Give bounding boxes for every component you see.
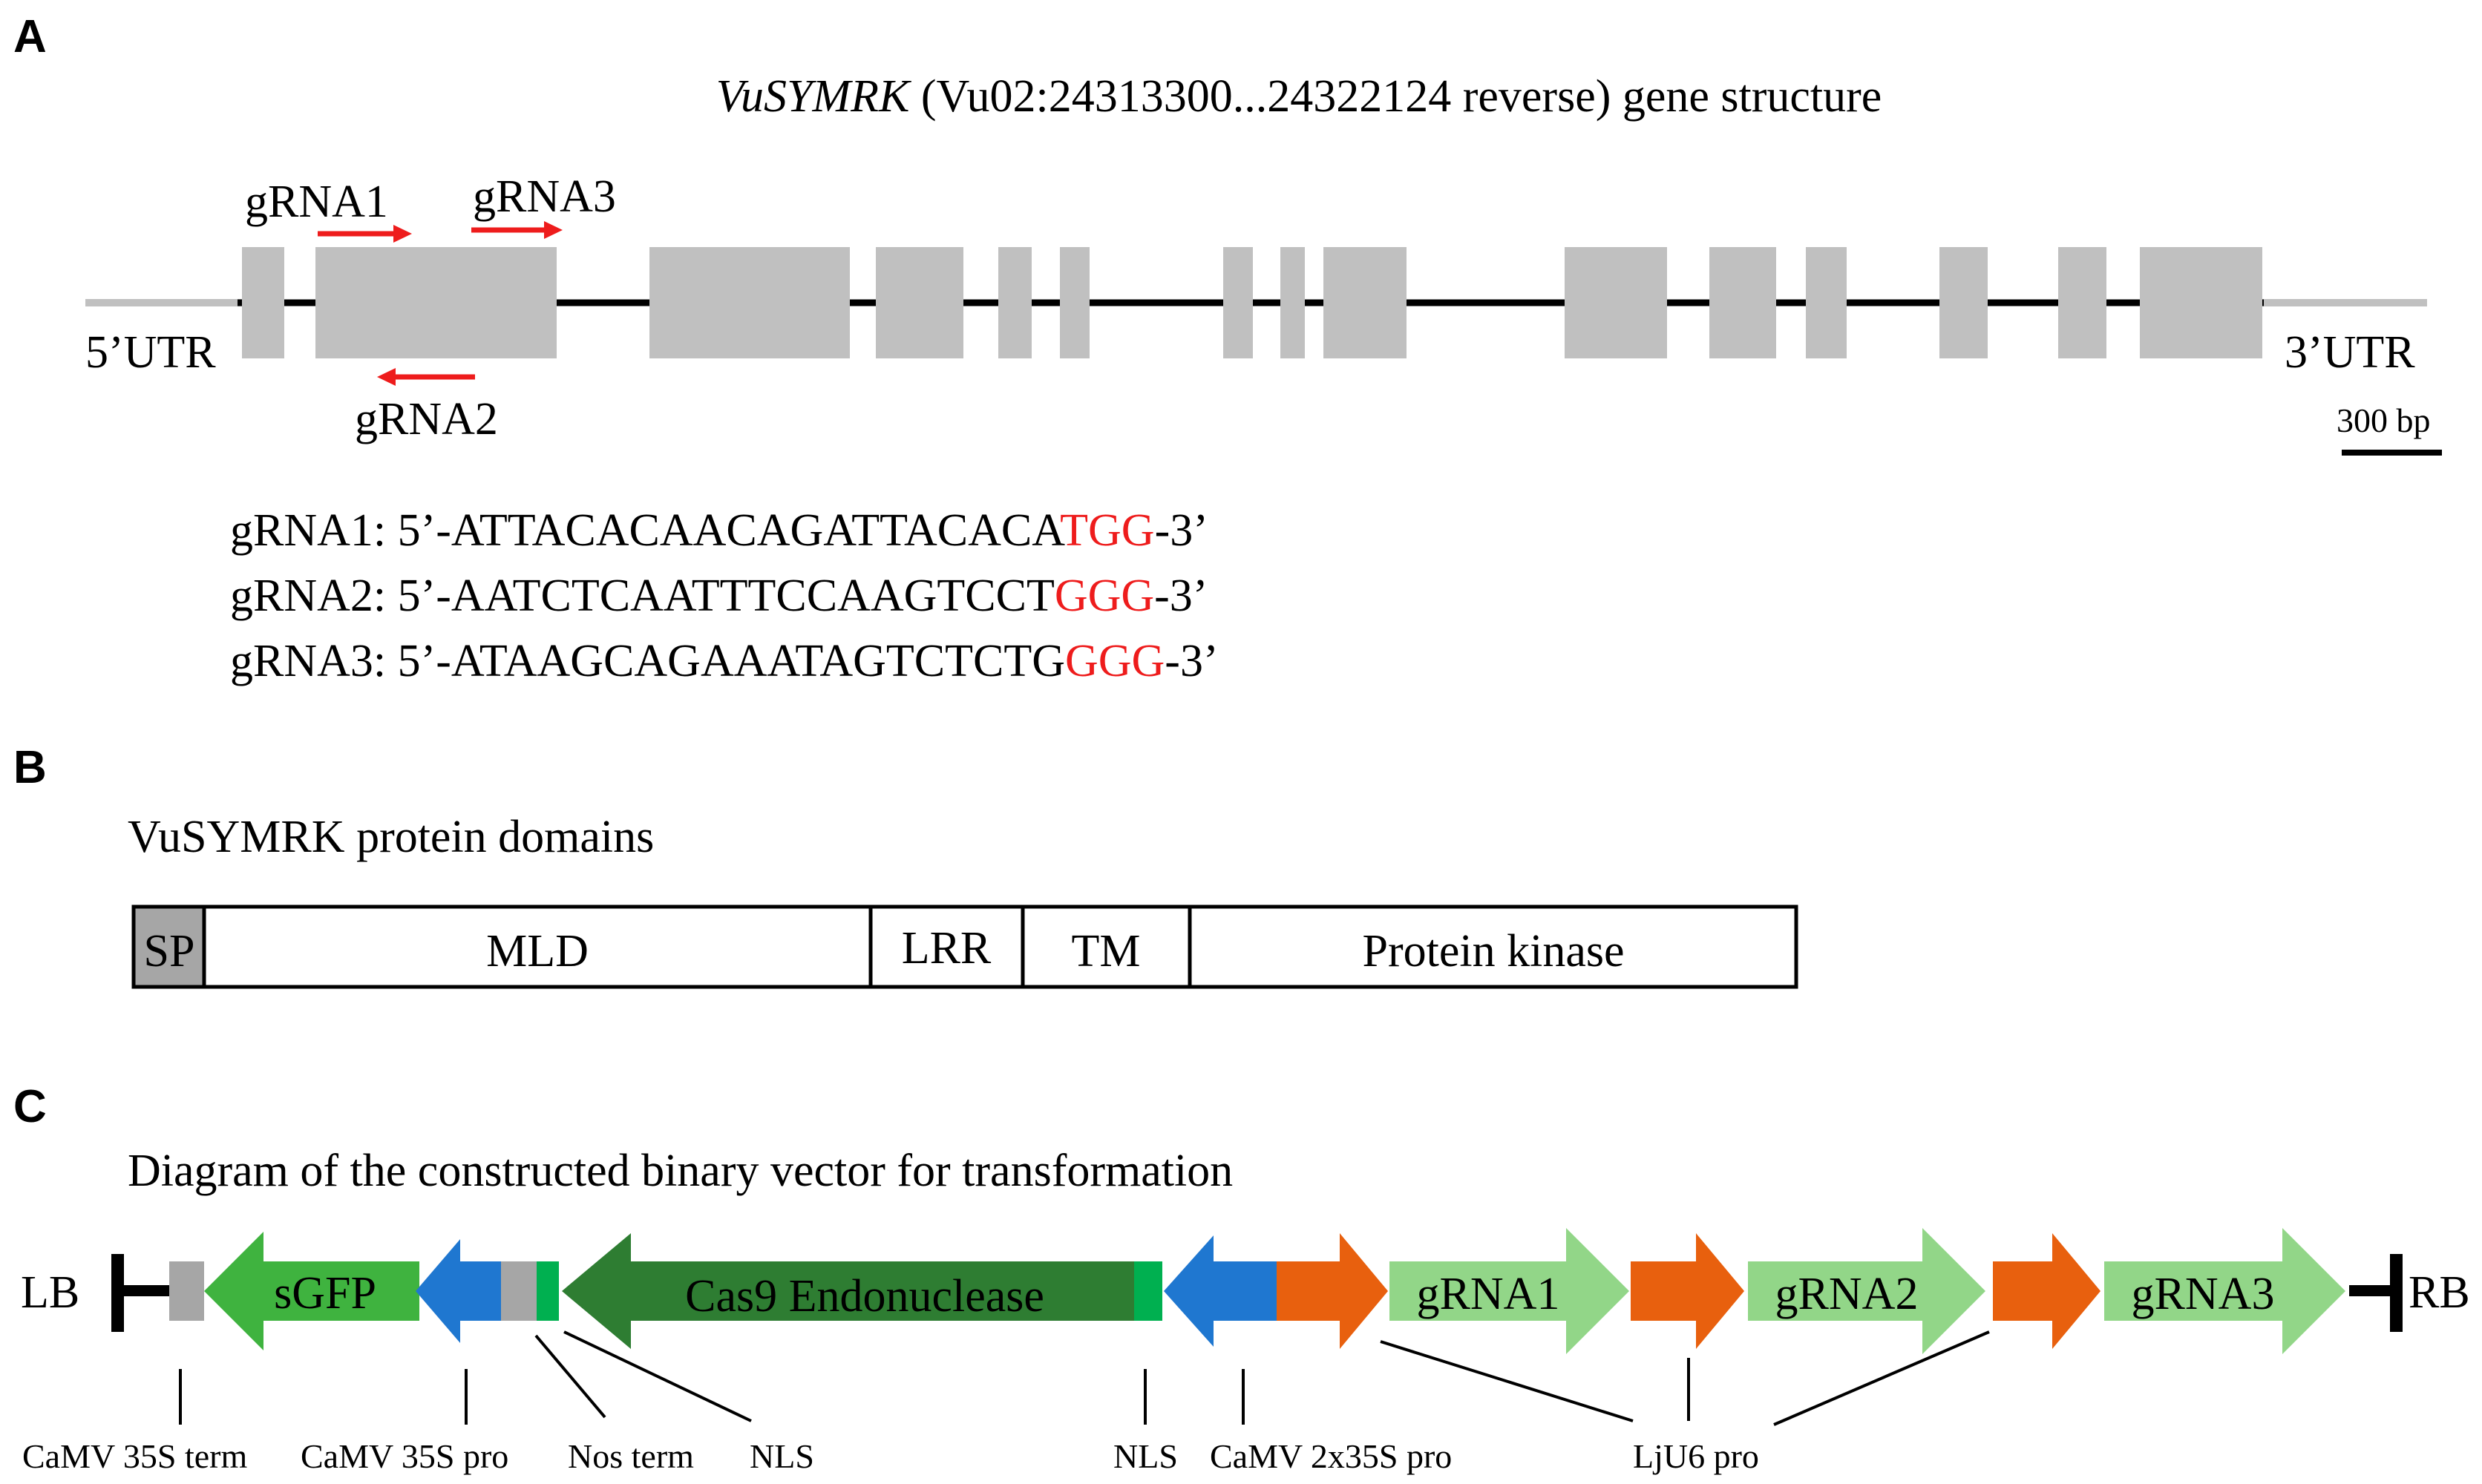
grna1-sequence: gRNA1: 5’-ATTACACAACAGATTACACATGG-3’	[230, 505, 1208, 556]
camv35s-terminator	[169, 1261, 204, 1321]
grna1-arrowhead-icon	[393, 225, 412, 243]
camv35s-pro-annotation: CaMV 35S pro	[301, 1437, 508, 1475]
gene-structure-title: VuSYMRK (Vu02:24313300...24322124 revers…	[716, 71, 1882, 122]
grna3-sequence: gRNA3: 5’-ATAAGCAGAAATAGTCTCTGGGG-3’	[230, 636, 1219, 686]
grna1-label: gRNA1	[245, 177, 388, 227]
utr5-label: 5’UTR	[85, 327, 216, 378]
panel-a-letter: A	[13, 11, 47, 62]
lb-label: LB	[21, 1267, 79, 1318]
domain-kinase-label: Protein kinase	[1363, 926, 1625, 976]
gene-title-rest: (Vu02:24313300...24322124 reverse) gene …	[909, 71, 1882, 122]
exon-13	[1939, 247, 1988, 358]
panel-a: A VuSYMRK (Vu02:24313300...24322124 reve…	[13, 11, 2442, 686]
exon-6	[1060, 247, 1090, 358]
grna2-label: gRNA2	[355, 394, 498, 444]
lju6-promoter-2	[1631, 1233, 1744, 1349]
exon-1	[242, 247, 284, 358]
grna3-arrowhead-icon	[544, 221, 563, 239]
grna2-cassette	[1748, 1228, 1985, 1354]
nls-right	[1134, 1261, 1162, 1321]
grna1-pam: TGG	[1060, 505, 1154, 556]
sgfp-label: sGFP	[274, 1268, 376, 1319]
grna3-pam: GGG	[1065, 636, 1165, 686]
exon-3	[649, 247, 850, 358]
lju6-promoter-1	[1277, 1233, 1388, 1349]
grna2-arrowhead-icon	[377, 368, 396, 386]
right-border-icon	[2390, 1254, 2403, 1332]
lju6-pro-annotation: LjU6 pro	[1633, 1437, 1759, 1475]
domain-sp	[131, 904, 206, 989]
sgfp-arrow	[204, 1232, 419, 1350]
lju6-promoter-3	[1993, 1233, 2100, 1349]
nls-left	[537, 1261, 559, 1321]
camv35s-term-annotation: CaMV 35S term	[22, 1437, 247, 1475]
exon-14	[2058, 247, 2106, 358]
nls-right-annotation: NLS	[1113, 1437, 1178, 1475]
protein-domains-title: VuSYMRK protein domains	[128, 812, 654, 862]
left-border-stem	[111, 1285, 171, 1296]
exon-10	[1565, 247, 1667, 358]
camv2x35s-promoter-arrow	[1164, 1235, 1277, 1347]
exon-4	[876, 247, 963, 358]
exon-9	[1323, 247, 1407, 358]
exon-5	[998, 247, 1032, 358]
nls-left-annotation: NLS	[750, 1437, 814, 1475]
nos-terminator	[501, 1261, 537, 1321]
grna1-cassette-label: gRNA1	[1417, 1269, 1560, 1319]
exon-7	[1223, 247, 1253, 358]
exon-2	[315, 247, 557, 358]
domain-sp-label: SP	[144, 926, 195, 976]
domain-lrr-label: LRR	[902, 923, 992, 974]
grna1-cassette	[1389, 1228, 1629, 1354]
right-border-stem	[2349, 1285, 2394, 1296]
domain-tm-label: TM	[1072, 926, 1141, 976]
panel-b-letter: B	[13, 742, 47, 793]
camv35s-promoter-arrow	[416, 1239, 501, 1343]
grna2-pam: GGG	[1055, 571, 1154, 621]
camv2x35s-pro-annotation: CaMV 2x35S pro	[1210, 1437, 1452, 1475]
domain-mld-label: MLD	[486, 926, 589, 976]
rb-label: RB	[2409, 1267, 2470, 1318]
grna-sequences: gRNA1: 5’-ATTACACAACAGATTACACATGG-3’ gRN…	[230, 505, 1219, 686]
vector-diagram-title: Diagram of the constructed binary vector…	[128, 1146, 1233, 1196]
annotation-leaders	[179, 1330, 1990, 1426]
panel-c-letter: C	[13, 1081, 47, 1132]
cas9-arrow	[562, 1233, 1136, 1349]
panel-b: B VuSYMRK protein domains SP MLD LRR TM …	[13, 742, 1798, 989]
scale-bar-label: 300 bp	[2337, 401, 2431, 439]
panel-c: C Diagram of the constructed binary vect…	[13, 1081, 2470, 1475]
grna-arrows	[318, 221, 563, 386]
exon-12	[1806, 247, 1847, 358]
exon-8	[1280, 247, 1305, 358]
grna3-cassette	[2104, 1228, 2345, 1354]
gene-name: VuSYMRK	[716, 71, 912, 122]
grna3-label: gRNA3	[473, 171, 616, 222]
grna2-cassette-label: gRNA2	[1775, 1269, 1919, 1319]
exon-15	[2140, 247, 2262, 358]
nos-term-annotation: Nos term	[568, 1437, 694, 1475]
exon-11	[1709, 247, 1776, 358]
protein-bar	[131, 904, 1798, 989]
utr3-label: 3’UTR	[2285, 327, 2415, 378]
grna2-sequence: gRNA2: 5’-AATCTCAATTTCCAAGTCCTGGG-3’	[230, 571, 1208, 621]
cas9-label: Cas9 Endonuclease	[685, 1271, 1044, 1322]
grna3-cassette-label: gRNA3	[2132, 1269, 2275, 1319]
exons	[242, 247, 2262, 358]
